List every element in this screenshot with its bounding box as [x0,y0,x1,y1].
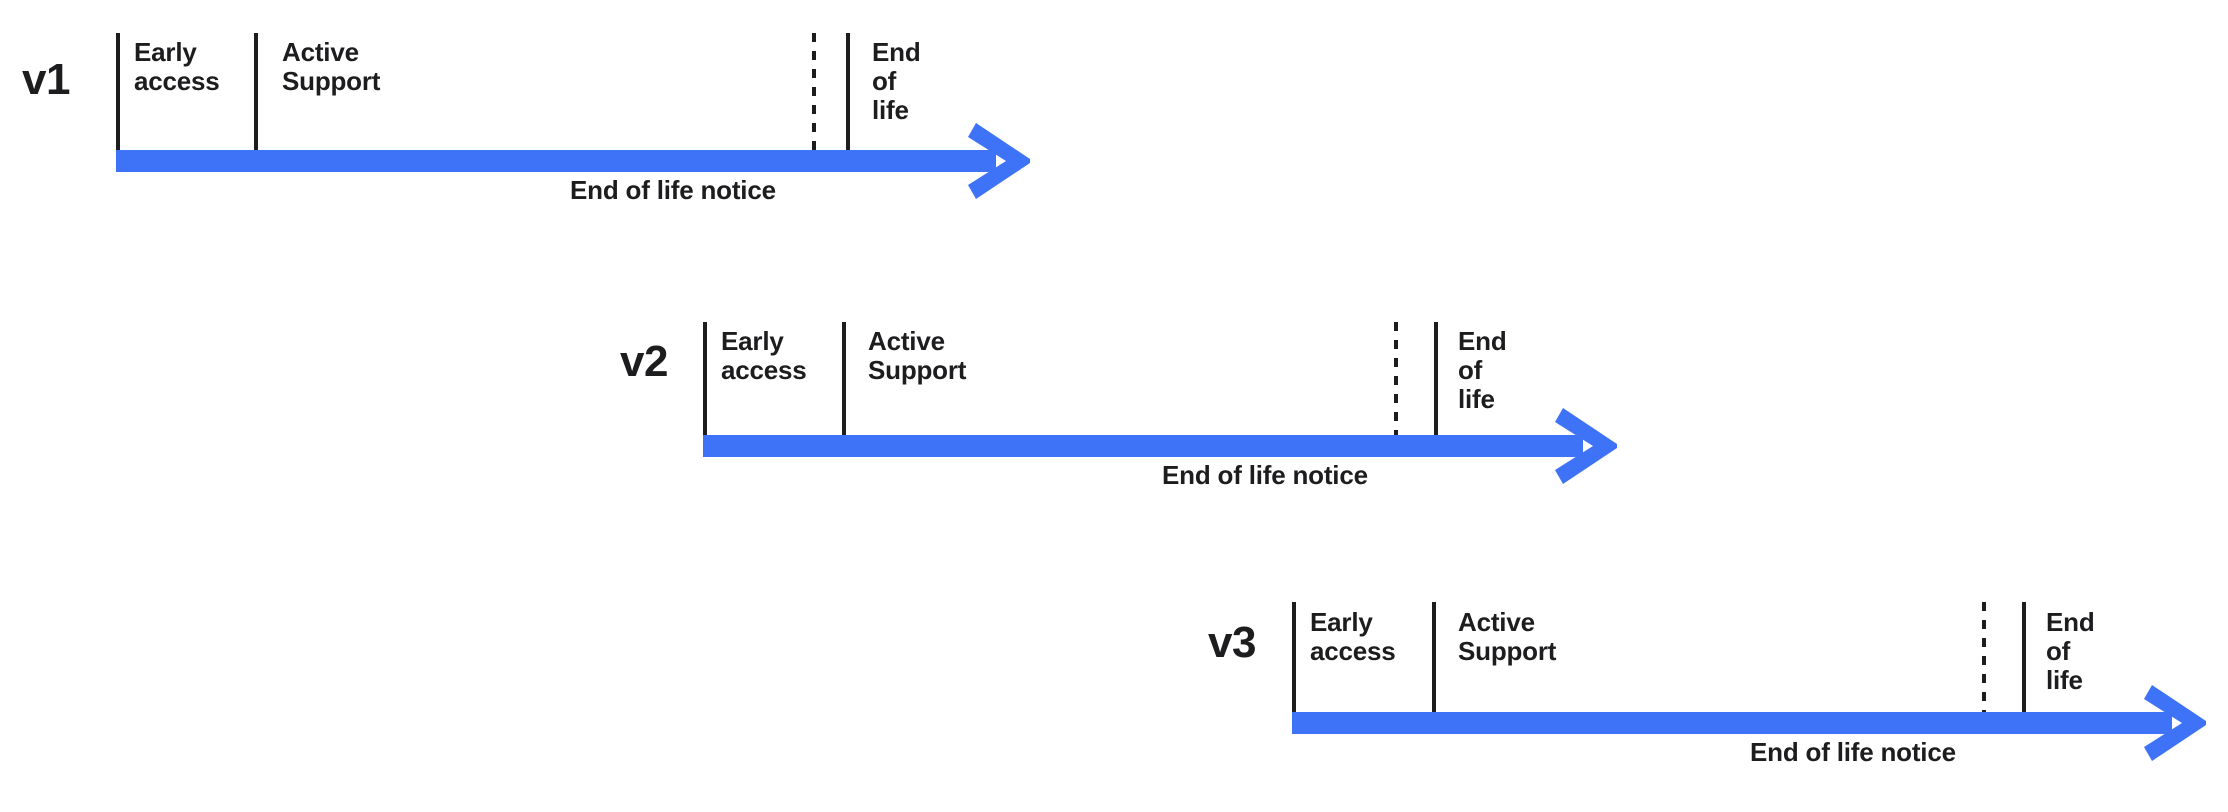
phase-label-end-of-life-v3: End of life [2046,607,2095,696]
dashed-marker-end-of-life-notice-v1 [812,33,816,150]
divider-early-access-start-v2 [703,322,707,435]
divider-active-support-start-v1 [254,33,258,150]
phase-label-active-support-v1: Active Support [282,37,381,97]
divider-end-of-life-start-v2 [1434,322,1438,435]
phase-label-early-access-v2: Early access [721,326,807,386]
end-of-life-notice-label-v2: End of life notice [1162,460,1368,490]
divider-end-of-life-start-v3 [2022,602,2026,712]
version-label-v2: v2 [620,337,668,386]
phase-label-active-support-v3: Active Support [1458,607,1557,667]
version-label-v1: v1 [22,55,70,104]
phase-label-end-of-life-v1: End of life [872,37,921,126]
dashed-marker-end-of-life-notice-v3 [1982,602,1986,712]
divider-active-support-start-v3 [1432,602,1436,712]
phase-label-active-support-v2: Active Support [868,326,967,386]
divider-active-support-start-v2 [842,322,846,435]
timeline-arrow-head-v2 [1555,408,1619,484]
phase-label-early-access-v1: Early access [134,37,220,97]
divider-early-access-start-v3 [1292,602,1296,712]
divider-early-access-start-v1 [116,33,120,150]
divider-end-of-life-start-v1 [846,33,850,150]
end-of-life-notice-label-v1: End of life notice [570,175,776,205]
timeline-bar-v1 [116,150,996,172]
timeline-arrow-head-v1 [968,123,1032,199]
phase-label-early-access-v3: Early access [1310,607,1396,667]
version-label-v3: v3 [1208,618,1256,667]
dashed-marker-end-of-life-notice-v2 [1394,322,1398,435]
phase-label-end-of-life-v2: End of life [1458,326,1507,415]
timeline-bar-v3 [1292,712,2172,734]
timeline-bar-v2 [703,435,1583,457]
timeline-arrow-head-v3 [2144,685,2208,761]
end-of-life-notice-label-v3: End of life notice [1750,737,1956,767]
